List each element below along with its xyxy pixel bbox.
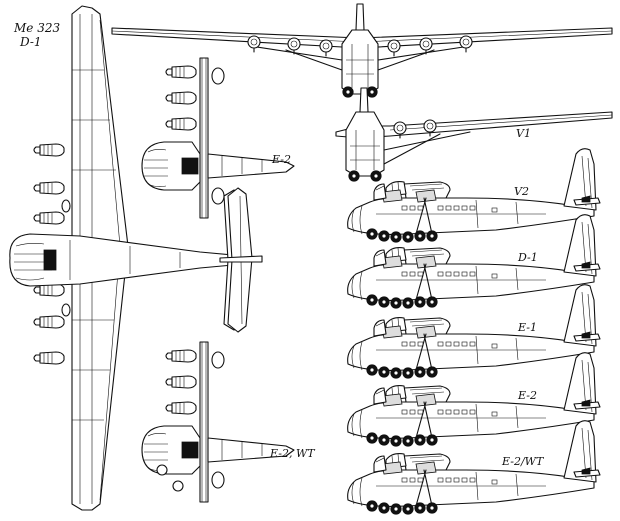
label-d1-side: D-1	[518, 251, 538, 264]
label-e2-wt-side: E-2/WT	[502, 455, 544, 468]
label-e2-top: E-2	[272, 153, 291, 166]
label-e2-wt-top: E-2, WT	[270, 447, 315, 460]
partial-top-view-e2	[142, 58, 294, 333]
label-v1-front: V1	[516, 127, 531, 140]
label-e1-side: E-1	[518, 321, 537, 334]
title-variant: D-1	[20, 35, 42, 49]
label-e2-side: E-2	[518, 389, 537, 402]
label-v2-side: V2	[514, 185, 529, 198]
partial-top-view-e2-wt	[142, 342, 294, 502]
front-view-d1	[111, 3, 613, 98]
front-view-v1	[335, 87, 613, 182]
title-aircraft-model: Me 323	[14, 21, 61, 35]
